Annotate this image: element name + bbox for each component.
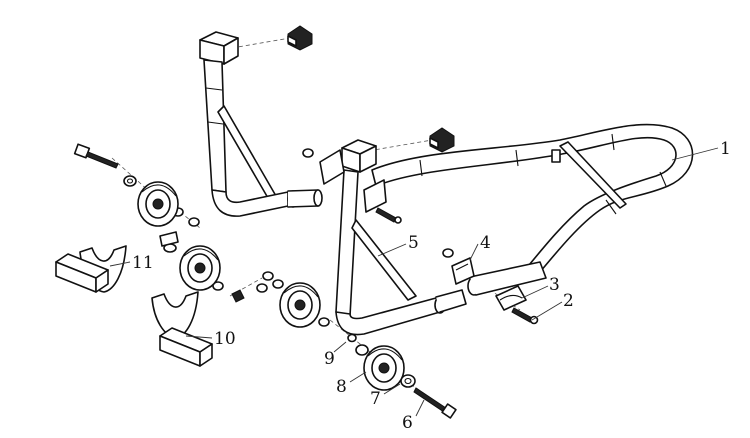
leader-lines bbox=[109, 147, 719, 417]
label-part-9: 9 bbox=[324, 349, 335, 369]
label-part-3: 3 bbox=[549, 275, 560, 295]
label-part-8: 8 bbox=[336, 377, 347, 397]
label-part-11: 11 bbox=[132, 253, 154, 273]
label-part-6: 6 bbox=[402, 413, 413, 433]
fork-holder-part-10 bbox=[151, 291, 213, 367]
washers-and-nuts bbox=[123, 148, 454, 388]
wheel-lower bbox=[363, 345, 405, 391]
label-part-10: 10 bbox=[214, 329, 236, 349]
label-part-5: 5 bbox=[408, 233, 419, 253]
label-part-2: 2 bbox=[563, 291, 574, 311]
bracket-part-4 bbox=[451, 257, 475, 285]
wheel-middle-left bbox=[179, 245, 221, 291]
long-bolt-left bbox=[73, 143, 119, 169]
wheel-upper-left bbox=[137, 181, 179, 227]
upper-bracket bbox=[319, 149, 387, 213]
bolt-part-2 bbox=[511, 307, 539, 325]
wheel-middle-right bbox=[279, 282, 321, 328]
label-part-7: 7 bbox=[370, 389, 381, 409]
main-frame bbox=[335, 123, 694, 336]
left-stand-frame bbox=[199, 31, 323, 217]
bolt-part-6 bbox=[413, 387, 457, 419]
knob-top-right bbox=[429, 127, 455, 153]
part-labels: 1 2 3 4 5 6 7 8 9 10 11 bbox=[132, 139, 731, 433]
knob-top-left bbox=[287, 25, 313, 51]
small-bolt-upper bbox=[375, 207, 402, 224]
clamp-part-3 bbox=[495, 285, 527, 311]
label-part-1: 1 bbox=[720, 139, 731, 159]
fork-holder-part-11 bbox=[55, 245, 127, 293]
label-part-4: 4 bbox=[480, 233, 491, 253]
